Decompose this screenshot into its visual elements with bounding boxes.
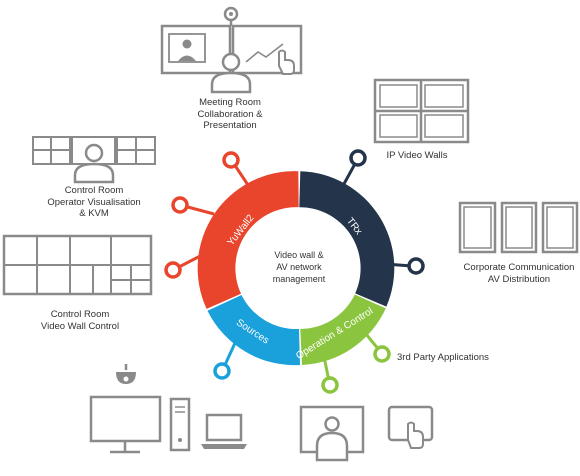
security-camera-icon [116, 364, 136, 384]
meeting-screen-left [160, 24, 232, 75]
center-line-2: AV network [276, 262, 322, 272]
center-disc [242, 211, 356, 325]
touch-hand-icon [278, 49, 295, 75]
meeting-room-group [160, 6, 303, 94]
label-corporate-communication: Corporate Communication AV Distribution [463, 262, 575, 285]
laptop-icon [201, 413, 247, 449]
desktop-tower-icon [169, 397, 191, 452]
connector-nodes [164, 149, 425, 394]
operator-workstation-group [32, 136, 156, 184]
segment-yuwall[interactable] [197, 171, 299, 309]
label-control-room-video-wall: Control Room Video Wall Control [40, 309, 120, 332]
sources-devices-group [89, 364, 247, 454]
third-party-devices-group [299, 405, 434, 462]
video-wall-icon [373, 78, 470, 144]
center-line-3: management [273, 274, 326, 284]
corporate-displays-icon [458, 201, 579, 254]
segment-trix[interactable] [299, 171, 395, 307]
label-ip-video-walls: IP Video Walls [386, 150, 448, 161]
segment-operation[interactable] [300, 294, 386, 365]
operator-icon [73, 143, 115, 184]
center-line-1: Video wall & [274, 250, 323, 260]
label-meeting-room: Meeting Room Collaboration & Presentatio… [197, 97, 263, 131]
presenter-icon [210, 52, 252, 94]
camera-icon [223, 6, 239, 26]
user-screen-icon [299, 405, 365, 462]
tablet-touch-icon [387, 405, 434, 449]
monitor-icon [89, 395, 162, 454]
segment-sources[interactable] [207, 294, 300, 366]
label-third-party-applications: 3rd Party Applications [397, 352, 489, 363]
meeting-screen-right [231, 24, 303, 75]
ring [197, 171, 395, 366]
label-control-room-operator: Control Room Operator Visualisation & KV… [47, 185, 141, 219]
center-label: Video wall & AV network management [273, 250, 326, 284]
control-room-video-wall-icon [2, 234, 153, 296]
